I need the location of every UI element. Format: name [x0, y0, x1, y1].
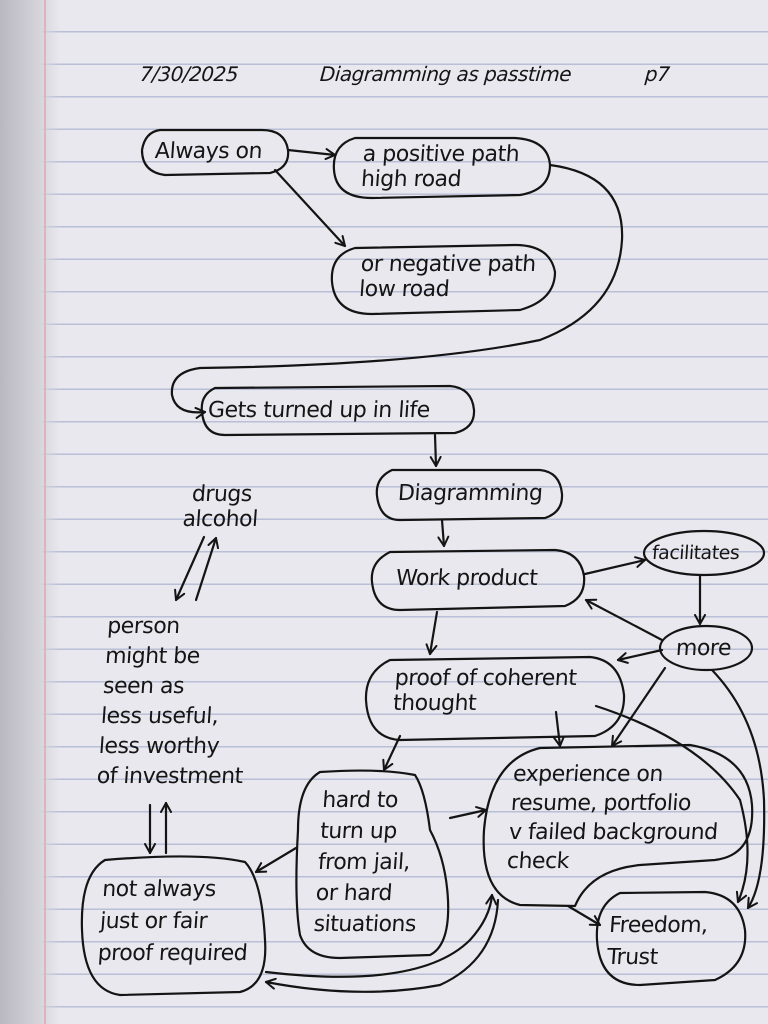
- node-outline-hard-to-turn-up: [295, 769, 450, 960]
- node-outline-gets-turned-up: [200, 384, 476, 437]
- arrow-diagramming-to-work-product: [437, 518, 450, 548]
- node-outline-more: [658, 624, 754, 672]
- node-person-less-useful: person might be seen as less useful, les…: [95, 614, 244, 789]
- arrow-not-always-to-experience: [264, 893, 498, 978]
- node-outline-proof: [364, 655, 626, 742]
- arrow-proof-to-hard-to-turn-up: [382, 734, 402, 772]
- header-title: Diagramming as passtime: [319, 62, 573, 86]
- node-more: more: [675, 636, 732, 661]
- node-outline-freedom: [595, 890, 747, 987]
- node-outline-facilitates: [642, 529, 766, 577]
- node-always-on: Always on: [154, 139, 263, 164]
- node-outline-not-always: [80, 855, 267, 997]
- arrow-always-on-to-positive: [286, 148, 337, 161]
- node-outline-diagramming: [375, 468, 564, 522]
- node-outline-work-product: [370, 548, 586, 612]
- node-negative-path: or negative path low road: [358, 252, 537, 302]
- node-not-always-fair: not always just or fair proof required: [96, 877, 249, 966]
- arrow-more-to-work-product: [584, 598, 664, 642]
- arrow-experience-to-not-always: [264, 898, 500, 993]
- node-outline-negative-path: [330, 243, 557, 316]
- arrow-work-product-to-facilitates: [583, 556, 647, 576]
- header-page-number: p7: [644, 62, 671, 86]
- node-positive-path: a positive path high road: [360, 142, 521, 192]
- node-freedom-trust: Freedom, Trust: [606, 913, 709, 970]
- header-date: 7/30/2025: [139, 62, 239, 86]
- arrow-always-on-to-negative: [273, 168, 347, 248]
- arrow-more-to-proof: [616, 648, 664, 664]
- node-experience: experience on resume, portfolio v failed…: [506, 762, 719, 874]
- node-diagramming: Diagramming: [397, 481, 544, 506]
- margin-line: [44, 0, 46, 1024]
- node-work-product: Work product: [395, 566, 539, 591]
- arrow-more-to-freedom: [710, 668, 766, 910]
- arrow-drugs-to-person: [174, 535, 206, 602]
- arrow-person-to-drugs: [194, 536, 219, 602]
- node-drugs-alcohol: drugs alcohol: [181, 482, 259, 532]
- node-gets-turned-up: Gets turned up in life: [207, 398, 431, 423]
- node-proof: proof of coherent thought: [392, 666, 578, 716]
- arrow-hard-to-not-always: [254, 846, 298, 874]
- arrow-more-to-experience: [610, 666, 667, 748]
- node-outline-always-on: [140, 128, 290, 177]
- node-facilitates: facilitates: [651, 542, 741, 564]
- arrow-experience-to-freedom: [566, 904, 602, 927]
- arrow-work-product-to-proof: [425, 610, 439, 656]
- node-hard-to-turn-up: hard to turn up from jail, or hard situa…: [312, 788, 417, 937]
- arrow-hard-to-experience: [448, 806, 488, 820]
- arrow-proof-to-freedom: [594, 704, 749, 904]
- arrow-proof-to-experience: [552, 710, 565, 748]
- arrow-gets-turned-up-to-diagramming: [429, 433, 442, 468]
- arrow-positive-to-gets-turned-up: [170, 163, 624, 419]
